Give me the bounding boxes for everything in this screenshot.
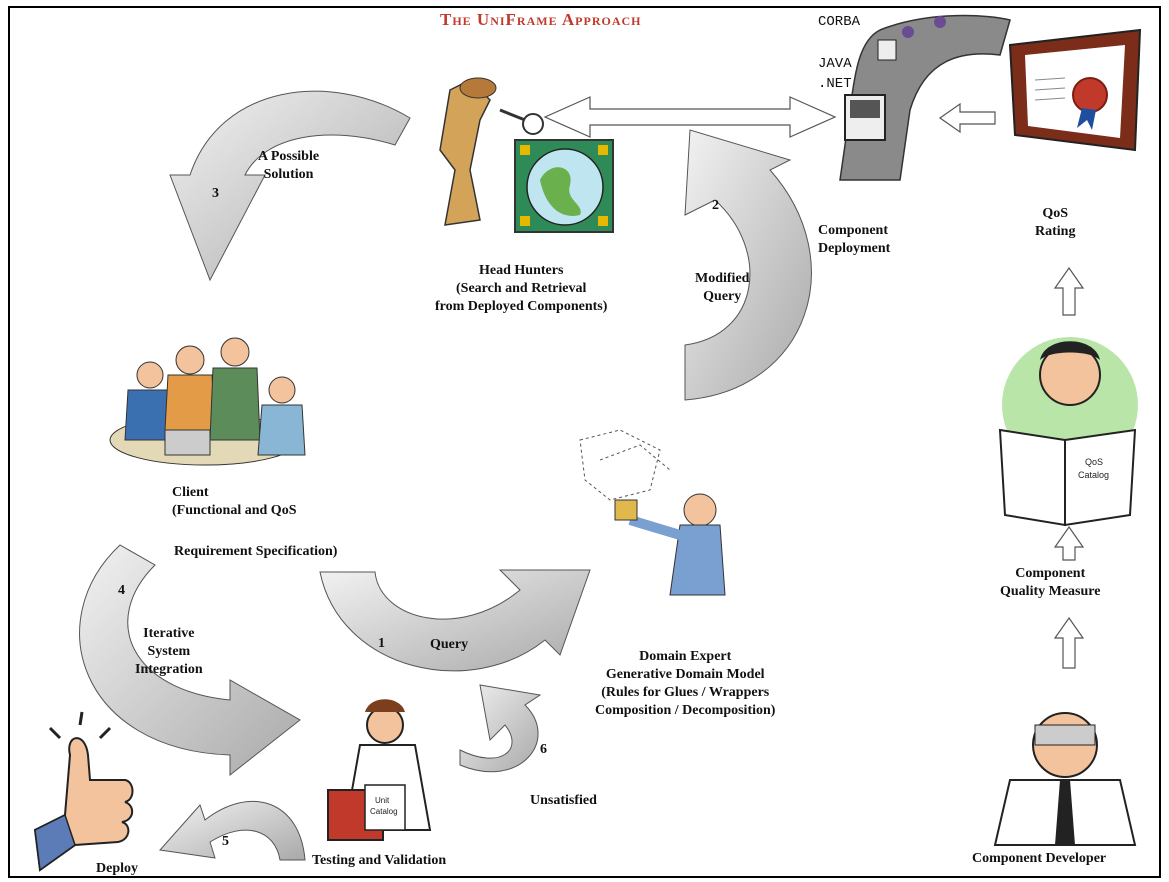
deploy-label: Deploy — [96, 861, 138, 876]
tech-java-label: JAVA — [818, 56, 852, 72]
tech-corba-label: CORBA — [818, 14, 861, 30]
step-number-1: 1 — [378, 636, 385, 651]
arrow-rating-to-deploy — [938, 102, 996, 134]
thumbs-up-illustration — [33, 711, 134, 872]
client-group-illustration — [109, 337, 306, 466]
qos-catalog-reader-illustration: QoS Catalog — [998, 337, 1138, 527]
qos-certificate-illustration — [1008, 28, 1142, 152]
curved-arrow-3 — [169, 90, 411, 282]
component-developer-illustration — [993, 712, 1137, 846]
iterative-integration-label: Iterative System Integration — [135, 626, 203, 677]
deployment-road-illustration — [839, 14, 1011, 181]
component-developer-label: Component Developer — [972, 851, 1107, 866]
domain-expert-label: Domain Expert Generative Domain Model (R… — [595, 649, 776, 718]
domain-expert-illustration — [579, 429, 726, 596]
up-arrow-developer — [1053, 616, 1085, 669]
diagram-title: The UniFrame Approach — [440, 10, 642, 29]
up-arrow-rating — [1053, 266, 1085, 316]
qos-rating-label: QoS Rating — [1035, 206, 1076, 239]
svg-text:Catalog: Catalog — [1078, 470, 1109, 480]
svg-text:Unit: Unit — [375, 796, 390, 805]
head-hunters-label: Head Hunters (Search and Retrieval from … — [435, 263, 608, 314]
step-number-5: 5 — [222, 834, 229, 849]
modified-query-label: Modified Query — [695, 271, 750, 304]
step-number-4: 4 — [118, 583, 125, 598]
curved-arrow-4 — [79, 544, 301, 777]
double-arrow-search-deploy — [543, 96, 837, 138]
requirement-spec-label: Requirement Specification) — [174, 544, 338, 559]
possible-solution-label: A Possible Solution — [258, 149, 320, 182]
query-label: Query — [430, 637, 469, 652]
step-number-3: 3 — [212, 186, 219, 201]
step-number-2: 2 — [712, 198, 719, 213]
svg-text:Catalog: Catalog — [370, 807, 398, 816]
curved-arrow-1 — [319, 569, 591, 672]
tester-illustration: Unit Catalog — [327, 699, 432, 841]
curved-arrow-5 — [159, 800, 306, 861]
unsatisfied-label: Unsatisfied — [530, 793, 597, 808]
head-hunter-illustration — [439, 77, 614, 233]
testing-validation-label: Testing and Validation — [312, 853, 447, 868]
step-number-6: 6 — [540, 742, 547, 757]
tech-net-label: .NET — [818, 76, 852, 92]
component-quality-label: Component Quality Measure — [1000, 566, 1101, 599]
svg-text:QoS: QoS — [1085, 457, 1103, 467]
curved-arrow-6 — [459, 684, 542, 773]
curved-arrow-2 — [684, 129, 812, 401]
client-label: Client (Functional and QoS — [172, 485, 297, 518]
component-deployment-label: Component Deployment — [818, 223, 891, 256]
up-arrow-quality — [1053, 525, 1085, 561]
